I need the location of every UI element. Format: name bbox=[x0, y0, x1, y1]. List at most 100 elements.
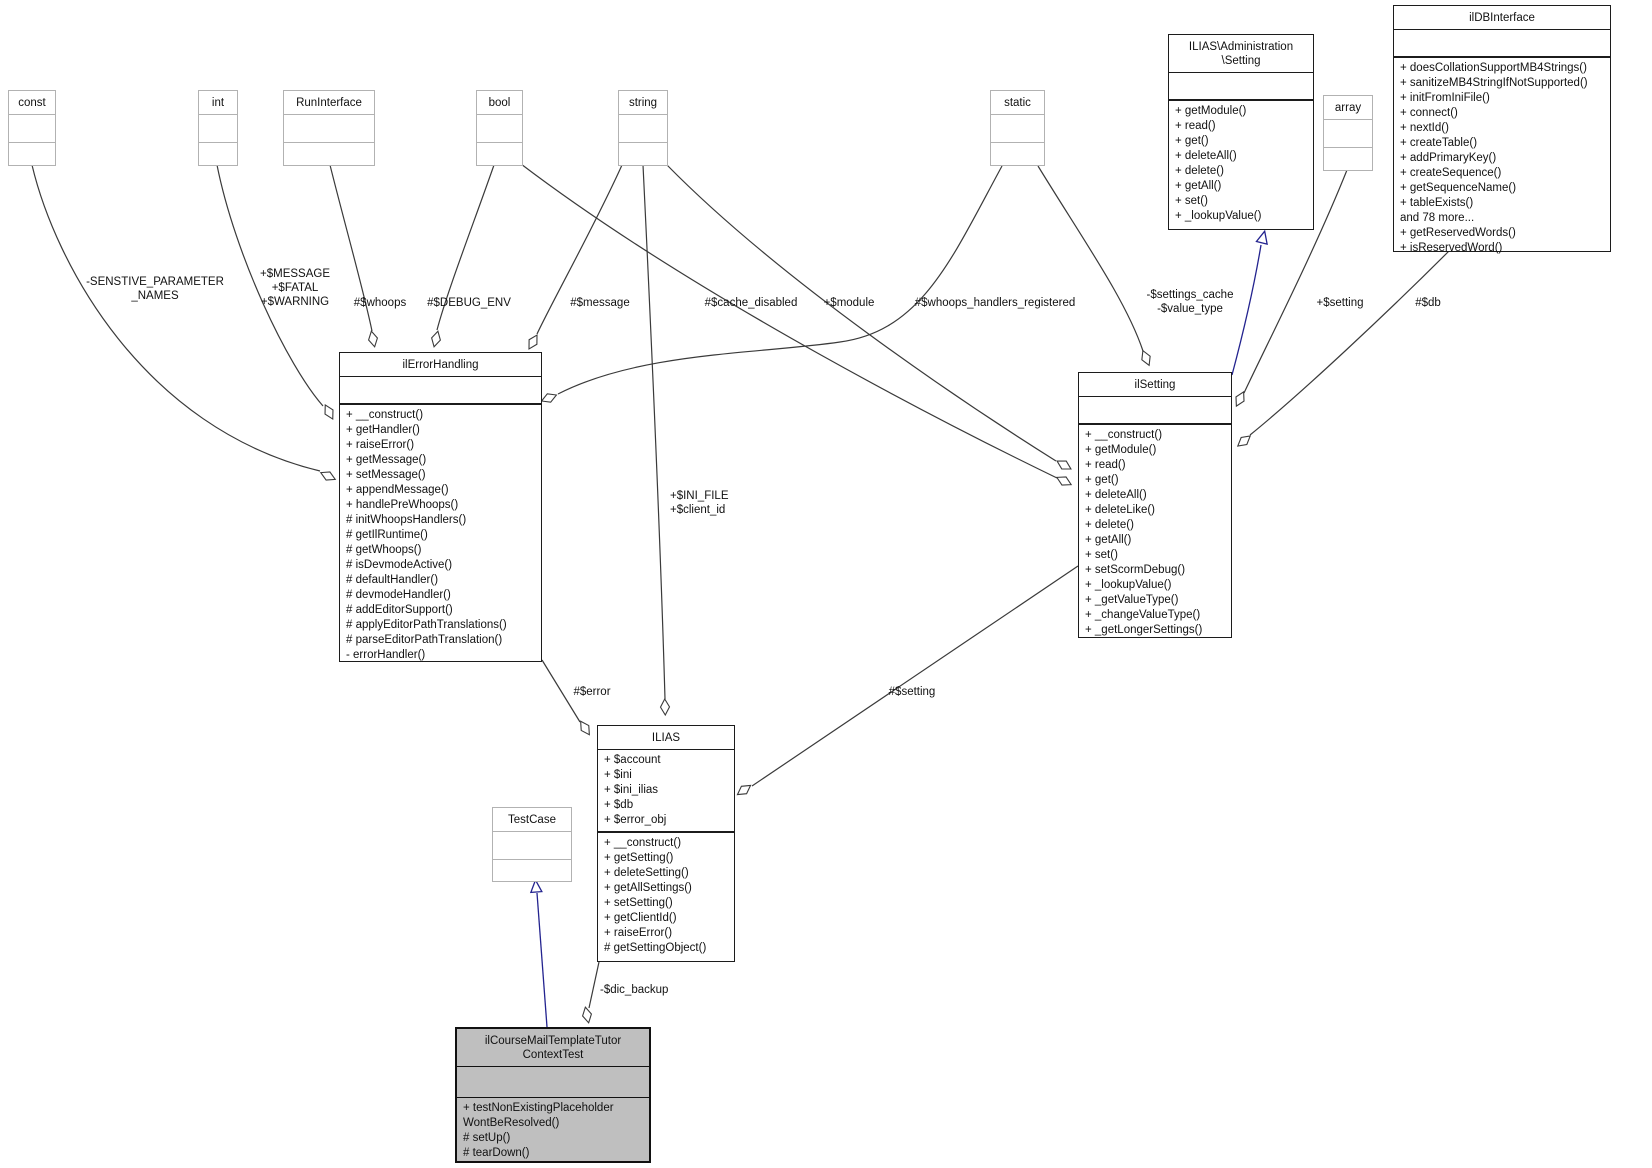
methods-compartment: + __construct()+ getModule()+ read()+ ge… bbox=[1079, 425, 1231, 642]
aggregation-diamond bbox=[1235, 390, 1245, 408]
member-row: + setScormDebug() bbox=[1085, 564, 1186, 576]
member-row: + getModule() bbox=[1175, 105, 1247, 117]
class-title: ilDBInterface bbox=[1469, 12, 1535, 24]
class-title: string bbox=[628, 97, 658, 109]
member-row: + addPrimaryKey() bbox=[1400, 152, 1497, 164]
class-const[interactable]: const bbox=[8, 90, 56, 166]
attributes-compartment bbox=[340, 376, 541, 405]
member-row: + delete() bbox=[1085, 519, 1134, 531]
attributes-compartment bbox=[1169, 72, 1313, 101]
member-row: # getIlRuntime() bbox=[346, 529, 428, 541]
edge-static-to-ilerrorhandling bbox=[557, 165, 1003, 395]
methods-compartment: + __construct() + getHandler() + raiseErro… bbox=[340, 405, 541, 667]
member-row: + _changeValueType() bbox=[1085, 609, 1201, 621]
aggregation-diamond bbox=[1236, 435, 1252, 447]
class-static[interactable]: static bbox=[990, 90, 1045, 166]
member-row: + connect() bbox=[1400, 107, 1458, 119]
member-row: + isReservedWord() bbox=[1400, 242, 1503, 254]
class-ilcoursemailtemplatetutorcontexttest[interactable]: ilCourseMailTemplateTutor ContextTest + … bbox=[455, 1027, 651, 1163]
class-title: int bbox=[211, 97, 225, 109]
member-row: # applyEditorPathTranslations() bbox=[346, 619, 507, 631]
member-row: + getReservedWords() bbox=[1400, 227, 1516, 239]
member-row: # getWhoops() bbox=[346, 544, 422, 556]
member-row: + getAllSettings() bbox=[604, 882, 692, 894]
member-row: + getMessage() bbox=[346, 454, 427, 466]
aggregation-diamond bbox=[580, 720, 590, 736]
edge-label-debug-env: #$DEBUG_ENV bbox=[427, 297, 511, 309]
member-row: + tableExists() bbox=[1400, 197, 1474, 209]
edge-ilerrorhandling-to-ilias bbox=[541, 659, 581, 723]
class-ildbinterface[interactable]: ilDBInterface + doesCollationSupportMB4S… bbox=[1393, 5, 1611, 254]
methods-compartment bbox=[9, 143, 55, 165]
class-testcase[interactable]: TestCase bbox=[492, 807, 572, 882]
class-bool[interactable]: bool bbox=[476, 90, 523, 166]
class-title: ilCourseMailTemplateTutor ContextTest bbox=[484, 1035, 622, 1061]
member-row: + initFromIniFile() bbox=[1400, 92, 1490, 104]
attributes-compartment: + $account+ $ini+ $ini_ilias+ $db+ $erro… bbox=[598, 749, 734, 833]
member-row: + _getLongerSettings() bbox=[1085, 624, 1203, 636]
member-row: + getHandler() bbox=[346, 424, 420, 436]
edge-label-setting-attr: +$setting bbox=[1316, 297, 1364, 309]
class-int[interactable]: int bbox=[198, 90, 238, 166]
member-row: + deleteAll() bbox=[1175, 150, 1237, 162]
class-ilerrorhandling[interactable]: ilErrorHandling + __construct() + getHand… bbox=[339, 352, 542, 662]
aggregation-diamond bbox=[1056, 460, 1072, 470]
inheritance-arrow bbox=[529, 878, 543, 894]
member-row: + set() bbox=[1085, 549, 1118, 561]
class-array[interactable]: array bbox=[1323, 95, 1373, 171]
aggregation-diamond bbox=[540, 393, 558, 403]
class-title: RunInterface bbox=[296, 97, 362, 109]
member-row: + read() bbox=[1175, 120, 1216, 132]
class-ilias[interactable]: ILIAS + $account+ $ini+ $ini_ilias+ $db+… bbox=[597, 725, 735, 962]
edge-string-to-ilsetting bbox=[666, 164, 1057, 462]
class-ilias-administration-setting[interactable]: ILIAS\Administration \Setting + getModul… bbox=[1168, 34, 1314, 230]
member-row: and 78 more... bbox=[1400, 212, 1475, 224]
member-row: + __construct() bbox=[604, 837, 682, 849]
edge-label-cache-disabled: #$cache_disabled bbox=[704, 297, 798, 309]
edge-label-message: #$message bbox=[570, 297, 630, 309]
member-row: + appendMessage() bbox=[346, 484, 449, 496]
member-row: + $ini bbox=[604, 769, 632, 781]
member-row: + $ini_ilias bbox=[604, 784, 659, 796]
member-row: + $account bbox=[604, 754, 661, 766]
member-row: + deleteAll() bbox=[1085, 489, 1147, 501]
member-row: + testNonExistingPlaceholder WontBeResol… bbox=[463, 1102, 614, 1129]
member-row: + setMessage() bbox=[346, 469, 426, 481]
edge-runinterface-to-ilerrorhandling bbox=[329, 164, 373, 332]
member-row: + getSetting() bbox=[604, 852, 674, 864]
edge-ilsetting-inherits-adminsetting bbox=[1231, 244, 1262, 376]
class-ilsetting[interactable]: ilSetting + __construct()+ getModule()+ … bbox=[1078, 372, 1232, 638]
edge-string-to-ilias bbox=[642, 164, 666, 700]
member-row: + getClientId() bbox=[604, 912, 677, 924]
member-row: + getAll() bbox=[1175, 180, 1222, 192]
class-title: array bbox=[1334, 102, 1362, 114]
member-row: + $db bbox=[604, 799, 634, 811]
member-row: # setUp() bbox=[463, 1132, 511, 1144]
member-row: + get() bbox=[1085, 474, 1119, 486]
aggregation-diamond bbox=[528, 334, 538, 350]
member-row: + __construct() bbox=[346, 409, 424, 421]
member-row: + getModule() bbox=[1085, 444, 1157, 456]
class-runinterface[interactable]: RunInterface bbox=[283, 90, 375, 166]
member-row: + read() bbox=[1085, 459, 1126, 471]
member-row: + raiseError() bbox=[604, 927, 673, 939]
member-row: + doesCollationSupportMB4Strings() bbox=[1400, 62, 1587, 74]
member-row: + handlePreWhoops() bbox=[346, 499, 459, 511]
edge-label-whoops: #$whoops bbox=[353, 297, 407, 309]
attributes-compartment bbox=[199, 114, 237, 143]
aggregation-diamond bbox=[659, 697, 671, 717]
edge-label-ini-file-client-id: +$INI_FILE +$client_id bbox=[670, 490, 729, 516]
class-title: ILIAS\Administration \Setting bbox=[1188, 41, 1294, 67]
member-row: + _getValueType() bbox=[1085, 594, 1179, 606]
edge-ildbinterface-to-ilsetting bbox=[1249, 250, 1450, 436]
class-title: bool bbox=[488, 97, 511, 109]
methods-compartment bbox=[1324, 148, 1372, 170]
aggregation-diamond bbox=[1055, 476, 1073, 486]
member-row: # tearDown() bbox=[463, 1147, 530, 1159]
attributes-compartment bbox=[619, 114, 667, 143]
edge-label-module: +$module bbox=[823, 297, 875, 309]
class-title: ilErrorHandling bbox=[402, 359, 479, 371]
class-string[interactable]: string bbox=[618, 90, 668, 166]
member-row: + raiseError() bbox=[346, 439, 415, 451]
edge-label-settings-cache-value-type: -$settings_cache -$value_type bbox=[1146, 289, 1234, 315]
